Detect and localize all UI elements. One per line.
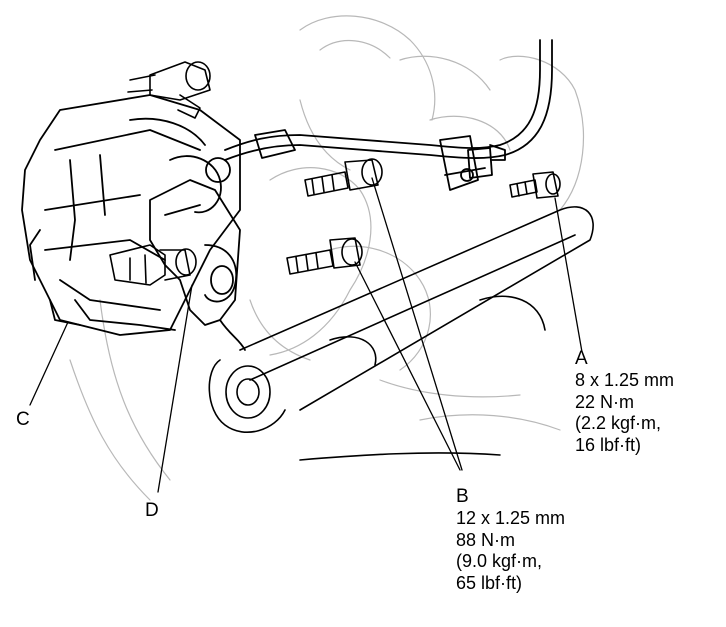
caliper-body <box>21 94 241 336</box>
callout-b-torque-lbf: 65 lbf·ft) <box>456 572 523 593</box>
lower-arm <box>208 206 594 461</box>
callout-a-spec: 8 x 1.25 mm 22 N·m (2.2 kgf·m, 16 lbf·ft… <box>575 370 674 456</box>
callout-b-letter: B <box>456 486 469 507</box>
callout-a-torque-nm: 22 N·m <box>575 391 635 412</box>
leader-line-c <box>29 321 69 406</box>
leader-line-a <box>554 197 583 353</box>
leader-line-d <box>157 284 193 493</box>
leader-lines <box>29 177 583 493</box>
callout-d-letter: D <box>145 500 159 521</box>
callout-a-torque-kgf: (2.2 kgf·m, <box>575 413 662 433</box>
callout-b-spec: 12 x 1.25 mm 88 N·m (9.0 kgf·m, 65 lbf·f… <box>456 508 565 594</box>
caliper-top-bolt <box>127 61 211 119</box>
callout-a-letter: A <box>575 348 588 369</box>
leader-line-b-lower <box>354 261 461 471</box>
callout-a-torque-lbf: 16 lbf·ft) <box>575 434 642 455</box>
callout-c-letter: C <box>16 409 30 430</box>
hose-bracket-bolt <box>509 171 561 199</box>
background-knuckle-outline <box>69 15 584 501</box>
callout-b-torque-nm: 88 N·m <box>456 529 516 550</box>
bracket-bolt-upper <box>304 158 383 197</box>
callout-b-size: 12 x 1.25 mm <box>456 508 566 528</box>
callout-b-torque-kgf: (9.0 kgf·m, <box>456 551 543 571</box>
caliper-lower-bolt <box>109 244 197 286</box>
brake-hose <box>224 39 553 191</box>
bracket-bolt-lower <box>286 237 363 275</box>
leader-line-b-upper <box>371 177 463 471</box>
caliper-bracket <box>149 179 246 351</box>
callout-a-size: 8 x 1.25 mm <box>575 370 675 390</box>
